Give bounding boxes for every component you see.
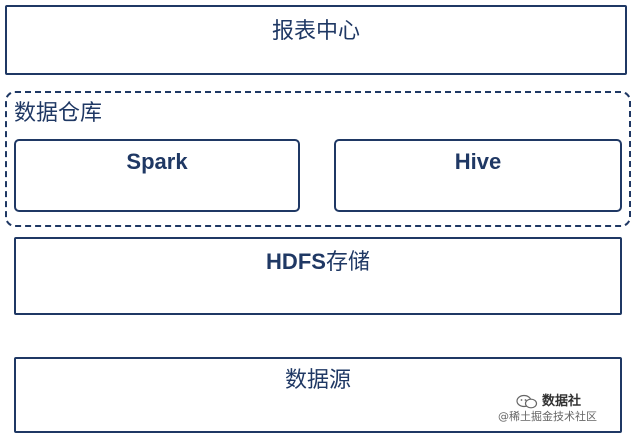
watermark-sub: @稀土掘金技术社区	[498, 410, 597, 423]
watermark-brand: 数据社	[542, 394, 582, 409]
hive-box: Hive	[334, 139, 622, 212]
chat-bubble-icon	[516, 394, 538, 409]
hdfs-label: HDFS	[266, 249, 326, 274]
storage-label: 存储	[325, 250, 370, 275]
hdfs-storage-box: HDFS存储	[14, 237, 622, 315]
watermark: 数据社 @稀土掘金技术社区	[498, 394, 628, 432]
spark-label: Spark	[126, 149, 188, 174]
report-center-label: 报表中心	[271, 19, 360, 44]
data-source-box: 数据源	[14, 357, 622, 433]
hive-label: Hive	[454, 149, 502, 174]
data-warehouse-group	[5, 91, 631, 227]
report-center-box: 报表中心	[5, 5, 627, 75]
hdfs-storage-label: HDFS存储	[266, 249, 370, 276]
spark-box: Spark	[14, 139, 300, 212]
data-warehouse-title: 数据仓库	[14, 101, 103, 126]
data-source-label: 数据源	[284, 368, 351, 393]
